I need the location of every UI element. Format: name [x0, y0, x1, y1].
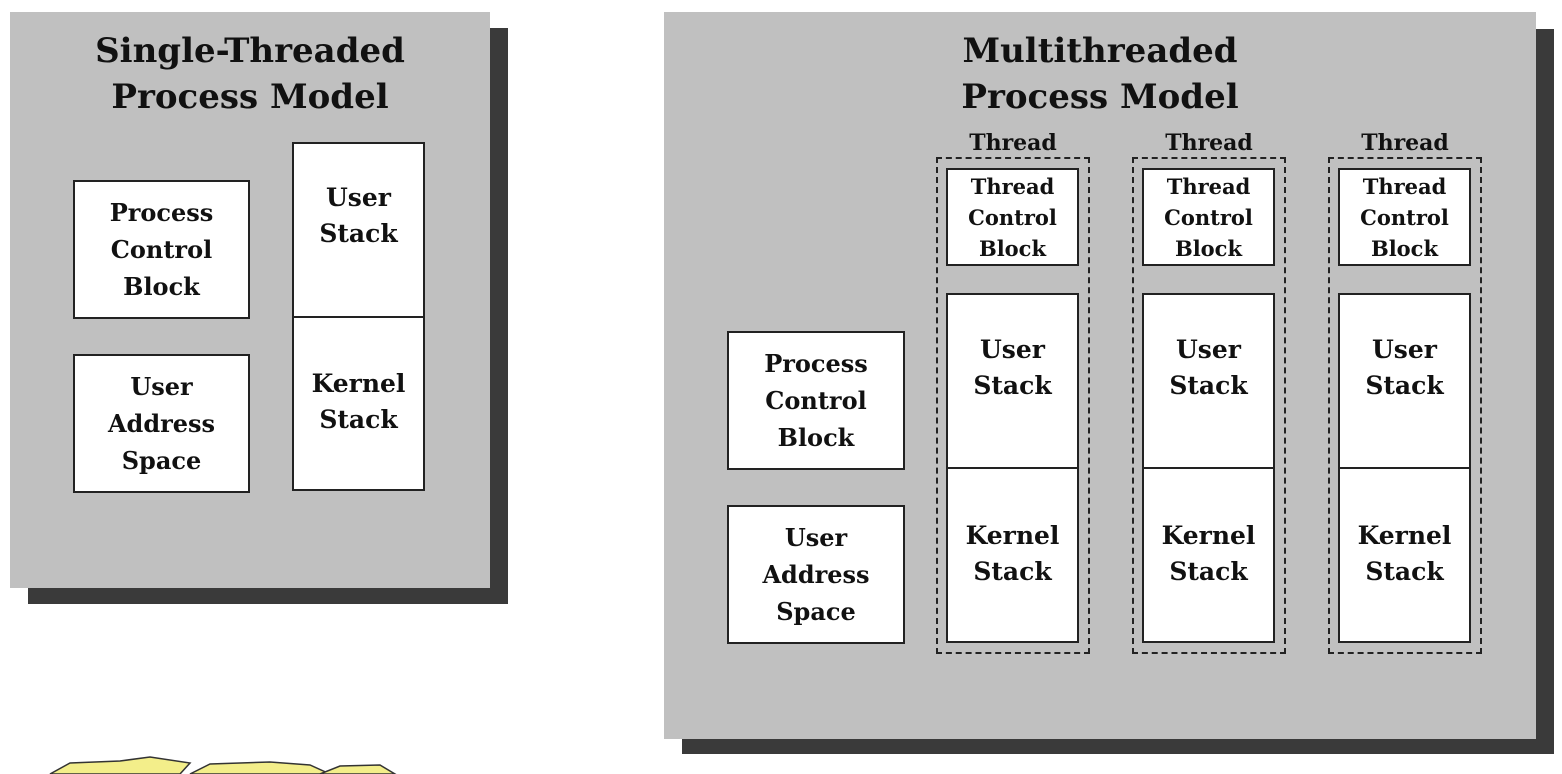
stack-divider [1144, 467, 1273, 469]
decorative-clipart [49, 756, 397, 774]
single-threaded-panel: Single-Threaded Process Model Process Co… [10, 12, 490, 588]
multi-user-address-space: User Address Space [727, 505, 905, 644]
thread-control-block: Thread Control Block [1338, 168, 1471, 266]
single-stack-column: User Stack Kernel Stack [292, 142, 425, 491]
thread-stack-column: User Stack Kernel Stack [946, 293, 1079, 643]
thread-boundary [1132, 157, 1286, 654]
thread-user-stack: User Stack [1365, 335, 1444, 400]
thread-kernel-stack: Kernel Stack [965, 521, 1060, 586]
multithreaded-title: Multithreaded Process Model [961, 31, 1239, 117]
thread-label: Thread [1361, 130, 1449, 156]
multithreaded-panel: Multithreaded Process Model Process Cont… [664, 12, 1536, 739]
single-process-control-block: Process Control Block [73, 180, 250, 319]
single-kernel-stack: Kernel Stack [311, 369, 406, 434]
thread-stack-column: User Stack Kernel Stack [1338, 293, 1471, 643]
single-user-address-space: User Address Space [73, 354, 250, 493]
thread-user-stack: User Stack [1169, 335, 1248, 400]
stack-divider [294, 316, 423, 318]
thread-kernel-stack: Kernel Stack [1161, 521, 1256, 586]
multi-process-control-block: Process Control Block [727, 331, 905, 470]
single-threaded-title: Single-Threaded Process Model [95, 31, 405, 117]
thread-kernel-stack: Kernel Stack [1357, 521, 1452, 586]
stack-divider [1340, 467, 1469, 469]
thread-boundary [1328, 157, 1482, 654]
thread-user-stack: User Stack [973, 335, 1052, 400]
single-user-stack: User Stack [319, 183, 398, 248]
thread-label: Thread [969, 130, 1057, 156]
thread-label: Thread [1165, 130, 1253, 156]
thread-boundary [936, 157, 1090, 654]
thread-stack-column: User Stack Kernel Stack [1142, 293, 1275, 643]
thread-control-block: Thread Control Block [1142, 168, 1275, 266]
thread-control-block: Thread Control Block [946, 168, 1079, 266]
stack-divider [948, 467, 1077, 469]
